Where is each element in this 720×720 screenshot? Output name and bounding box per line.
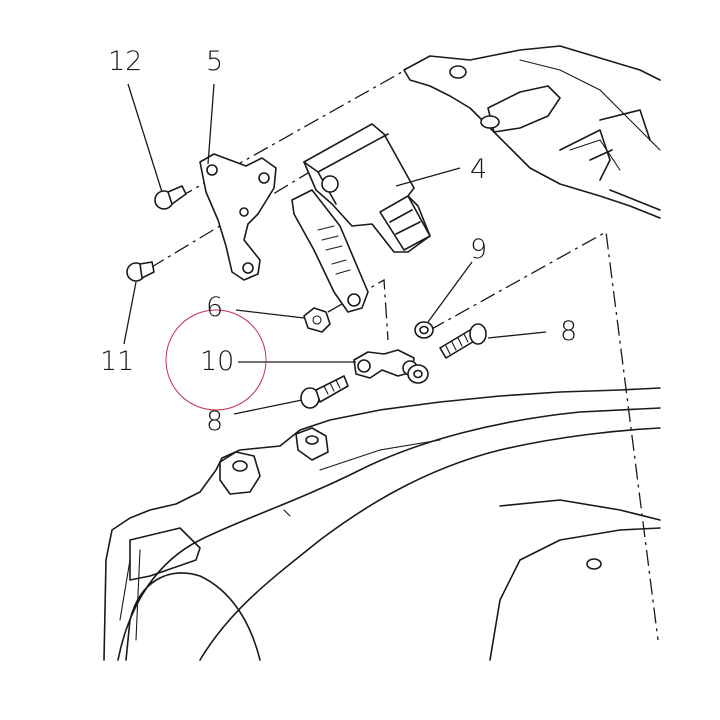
callout-labels: 12 5 4 9 6 8 10 11 8 bbox=[100, 46, 577, 437]
bolt-8-left-shank bbox=[315, 375, 349, 403]
sensor-arm-end bbox=[347, 293, 361, 307]
housing-bolt-hole bbox=[480, 115, 500, 129]
callout-8-left: 8 bbox=[206, 406, 223, 437]
callout-4: 4 bbox=[470, 154, 487, 185]
bracket-hole-bottom bbox=[242, 262, 254, 274]
washer-9-inner bbox=[419, 325, 429, 335]
leader-4 bbox=[395, 167, 461, 187]
bolt-8-right-threads bbox=[445, 333, 469, 355]
bolt-8-right bbox=[439, 323, 487, 359]
screw-11 bbox=[126, 261, 155, 282]
housing-bottom-cover bbox=[489, 499, 661, 661]
sensor-arm bbox=[291, 189, 369, 313]
screw-12 bbox=[154, 185, 187, 210]
housing-bottom-inner bbox=[129, 527, 201, 581]
callout-12: 12 bbox=[108, 46, 142, 77]
leader-12 bbox=[127, 83, 163, 193]
bracket-hole-right bbox=[258, 172, 270, 184]
leader-5 bbox=[207, 83, 215, 165]
housing-bottom-arc-2 bbox=[199, 427, 661, 661]
housing-bottom-small-hole bbox=[586, 558, 602, 570]
callout-6: 6 bbox=[206, 292, 223, 323]
link-rod-eye-left bbox=[357, 359, 371, 373]
housing-bottom-outline bbox=[103, 387, 661, 661]
bracket-5 bbox=[199, 153, 277, 281]
callout-9: 9 bbox=[470, 234, 487, 265]
axis-line-right bbox=[429, 230, 659, 641]
bracket-hole-top bbox=[206, 164, 218, 176]
screw-11-shank bbox=[139, 261, 155, 279]
housing-fin bbox=[559, 109, 661, 211]
leader-6 bbox=[235, 309, 305, 319]
bolt-8-left bbox=[300, 375, 349, 409]
engine-housing-top bbox=[403, 45, 661, 219]
housing-outline-top bbox=[403, 45, 661, 219]
bracket-plate bbox=[199, 153, 277, 281]
sensor-4 bbox=[291, 123, 431, 313]
housing-bottom-post bbox=[295, 427, 329, 461]
callout-10: 10 bbox=[200, 346, 234, 377]
housing-bottom-lug bbox=[219, 451, 261, 495]
leader-8-right bbox=[487, 331, 547, 339]
sensor-body bbox=[303, 123, 431, 253]
washer-9 bbox=[407, 321, 434, 384]
housing-rib bbox=[519, 59, 661, 171]
leader-8-left bbox=[233, 399, 303, 415]
washer-lower-inner bbox=[413, 369, 423, 379]
housing-bottom-post-hole bbox=[305, 435, 319, 445]
nut-6-hole bbox=[312, 315, 322, 325]
callout-11: 11 bbox=[100, 346, 134, 377]
housing-stud bbox=[449, 65, 467, 79]
housing-bottom-detail bbox=[119, 439, 441, 641]
housing-bottom-arc-3 bbox=[125, 572, 261, 661]
callout-5: 5 bbox=[206, 46, 223, 77]
leader-11 bbox=[123, 281, 137, 345]
screw-12-shank bbox=[167, 185, 187, 205]
nut-6 bbox=[303, 307, 331, 333]
sensor-arm-slots bbox=[317, 225, 351, 275]
engine-housing-bottom bbox=[103, 387, 661, 661]
housing-boss bbox=[487, 85, 561, 133]
housing-bottom-lug-hole bbox=[232, 460, 248, 472]
housing-bottom-arc-1 bbox=[117, 407, 661, 661]
leader-lines bbox=[123, 83, 547, 415]
callout-8-right: 8 bbox=[560, 316, 577, 347]
callout-10-highlight bbox=[165, 309, 267, 411]
bolt-8-right-head bbox=[469, 323, 487, 345]
nut-6-body bbox=[303, 307, 331, 333]
sensor-arm-pivot bbox=[321, 175, 339, 193]
sensor-connector bbox=[379, 195, 431, 251]
bolt-8-left-threads bbox=[323, 379, 341, 395]
leader-9 bbox=[427, 261, 473, 323]
bracket-hole-mid bbox=[239, 207, 249, 217]
